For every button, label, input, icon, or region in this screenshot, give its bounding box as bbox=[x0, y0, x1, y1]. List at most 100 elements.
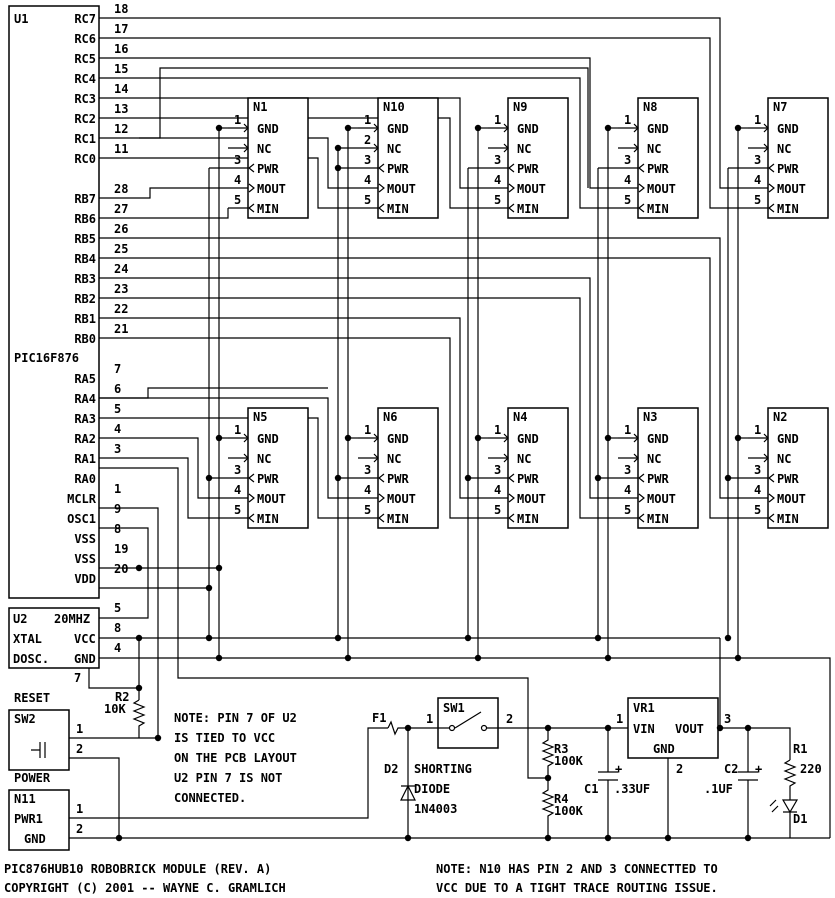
sw2-ref: SW2 bbox=[14, 712, 36, 726]
u1-pin-number: 24 bbox=[114, 262, 128, 276]
connector-pin-name: NC bbox=[777, 142, 791, 156]
signal-wire bbox=[99, 257, 748, 519]
u1-pin-number: 6 bbox=[114, 382, 121, 396]
vr1-ref: VR1 bbox=[633, 701, 655, 715]
u1-pin-number: 17 bbox=[114, 22, 128, 36]
sw2-pin1: 1 bbox=[76, 722, 83, 736]
c1-ref: C1 bbox=[584, 782, 598, 796]
u1-pin-number: 11 bbox=[114, 142, 128, 156]
note-line-3: ON THE PCB LAYOUT bbox=[174, 751, 297, 765]
pin-chevron-icon bbox=[378, 513, 385, 523]
pin-chevron-icon bbox=[638, 493, 645, 503]
junction bbox=[215, 654, 223, 662]
junction bbox=[604, 434, 612, 442]
u1-pin-number: 21 bbox=[114, 322, 128, 336]
connector-pin-name: NC bbox=[257, 142, 271, 156]
connector-pin-number: 1 bbox=[494, 113, 501, 127]
sw2-gnd-wire bbox=[69, 757, 120, 838]
connector-pin-number: 5 bbox=[234, 193, 241, 207]
r3-value: 100K bbox=[554, 754, 584, 768]
u1-pin-name: RC3 bbox=[74, 92, 96, 106]
footer-note-2: VCC DUE TO A TIGHT TRACE ROUTING ISSUE. bbox=[436, 881, 718, 895]
pin-arrow-icon bbox=[763, 143, 769, 153]
c2-value: .1UF bbox=[704, 782, 733, 796]
sw1-contact-a bbox=[448, 724, 456, 732]
connector-body bbox=[377, 97, 439, 219]
signal-wire bbox=[99, 137, 358, 189]
pin-chevron-icon bbox=[768, 163, 775, 173]
pin-chevron-icon bbox=[638, 473, 645, 483]
pin-chevron-icon bbox=[378, 473, 385, 483]
u1-pin-name: RC2 bbox=[74, 112, 96, 126]
connector-pin-name: MIN bbox=[777, 512, 799, 526]
pin-arrow-icon bbox=[243, 143, 249, 153]
u1-pin-number: 18 bbox=[114, 2, 128, 16]
r4-value: 100K bbox=[554, 804, 584, 818]
junction bbox=[594, 474, 602, 482]
connector-pin-name: MIN bbox=[257, 512, 279, 526]
u1-pin-number: 26 bbox=[114, 222, 128, 236]
u1-pin-name: RC6 bbox=[74, 32, 96, 46]
pin-chevron-icon bbox=[768, 183, 775, 193]
connector-ref: N1 bbox=[253, 100, 267, 114]
connector-pin-name: GND bbox=[517, 432, 539, 446]
connector-pin-name: GND bbox=[257, 122, 279, 136]
u2-freq: 20MHZ bbox=[54, 612, 90, 626]
connector-body bbox=[767, 97, 829, 219]
power-title: POWER bbox=[14, 771, 51, 785]
junction bbox=[344, 654, 352, 662]
u1-pin-name: RB3 bbox=[74, 272, 96, 286]
connector-pin-name: NC bbox=[387, 142, 401, 156]
connector-pin-number: 3 bbox=[624, 153, 631, 167]
vr1-gnd: GND bbox=[653, 742, 675, 756]
connector-pin-name: PWR bbox=[777, 472, 799, 486]
connector-ref: N3 bbox=[643, 410, 657, 424]
d1-ref: D1 bbox=[793, 812, 807, 826]
connector-pin-number: 3 bbox=[364, 463, 371, 477]
note-line-5: CONNECTED. bbox=[174, 791, 246, 805]
r1-resistor bbox=[783, 759, 797, 800]
connector-pin-name: MOUT bbox=[517, 492, 546, 506]
connector-pin-name: NC bbox=[387, 452, 401, 466]
vr1-out-wire bbox=[718, 727, 791, 760]
signal-wire bbox=[99, 297, 618, 519]
connector-pin-name: GND bbox=[647, 432, 669, 446]
connector-pin-number: 5 bbox=[754, 193, 761, 207]
connector-pin-name: PWR bbox=[257, 472, 279, 486]
connector-pin-name: GND bbox=[517, 122, 539, 136]
u1-pin-number: 3 bbox=[114, 442, 121, 456]
signal-wire-extra bbox=[139, 67, 589, 188]
pin-arrow-icon bbox=[763, 433, 769, 443]
connector-pin-name: MIN bbox=[517, 512, 539, 526]
r2-resistor bbox=[132, 699, 146, 738]
pin-chevron-icon bbox=[508, 513, 515, 523]
signal-wire bbox=[99, 437, 228, 499]
connector-body bbox=[767, 407, 829, 529]
u1-pin-number: 15 bbox=[114, 62, 128, 76]
sw1-body bbox=[437, 697, 499, 749]
mclr-wire bbox=[99, 507, 159, 738]
pin-chevron-icon bbox=[508, 183, 515, 193]
ra1-wire bbox=[99, 467, 548, 779]
junction bbox=[215, 434, 223, 442]
connector-body bbox=[247, 97, 309, 219]
pin-arrow-icon bbox=[373, 453, 379, 463]
sw1-ref: SW1 bbox=[443, 701, 465, 715]
pin-arrow-icon bbox=[503, 143, 509, 153]
junction bbox=[744, 724, 752, 732]
junction bbox=[734, 654, 742, 662]
sw1-pin2: 2 bbox=[506, 712, 513, 726]
signal-wire bbox=[99, 17, 748, 189]
connector-pin-name: GND bbox=[777, 122, 799, 136]
signal-wire bbox=[99, 337, 488, 519]
u1-pin-name: RB5 bbox=[74, 232, 96, 246]
vr1-pin2: 2 bbox=[676, 762, 683, 776]
u1-pin-name: RA4 bbox=[74, 392, 96, 406]
connector-body bbox=[507, 97, 569, 219]
u2-pin5: 5 bbox=[114, 601, 121, 615]
connector-pin-number: 5 bbox=[494, 503, 501, 517]
